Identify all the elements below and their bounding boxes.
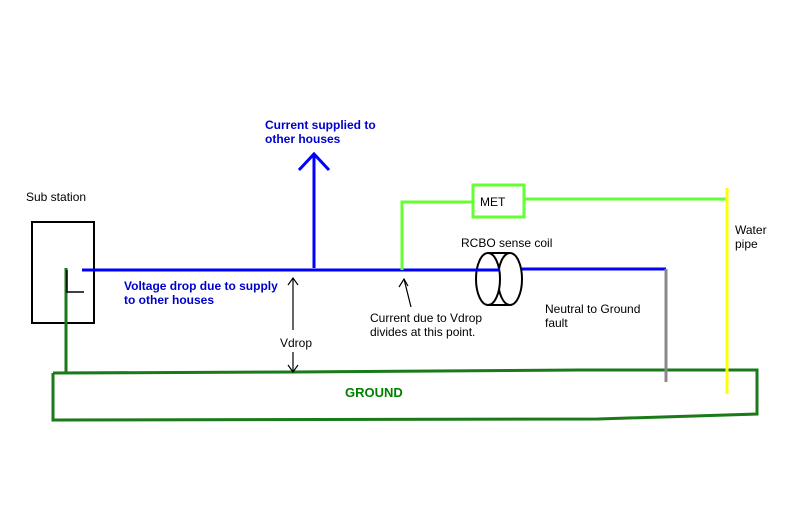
earth-wire <box>400 197 727 270</box>
met-box <box>471 183 526 219</box>
voltage-drop-label: Voltage drop due to supply to other hous… <box>124 279 278 307</box>
met-label: MET <box>480 195 506 209</box>
rcbo-label: RCBO sense coil <box>461 236 553 250</box>
neutral-line <box>82 267 666 272</box>
current-up-arrow <box>297 151 331 268</box>
substation-label: Sub station <box>26 190 87 204</box>
current-vdrop-label: Current due to Vdrop divides at this poi… <box>370 311 483 339</box>
ground-label: GROUND <box>345 385 403 400</box>
rcbo-coil <box>475 252 523 306</box>
current-divide-arrow <box>398 277 412 308</box>
vdrop-label: Vdrop <box>280 336 313 350</box>
substation-box <box>31 221 95 324</box>
water-pipe-label: Water pipe <box>735 223 767 251</box>
vdrop-arrow <box>287 276 299 374</box>
current-supplied-label: Current supplied to other houses <box>265 118 376 146</box>
substation-bracket <box>66 270 84 293</box>
neutral-fault-label: Neutral to Ground fault <box>545 302 641 330</box>
ground-block <box>51 368 759 422</box>
